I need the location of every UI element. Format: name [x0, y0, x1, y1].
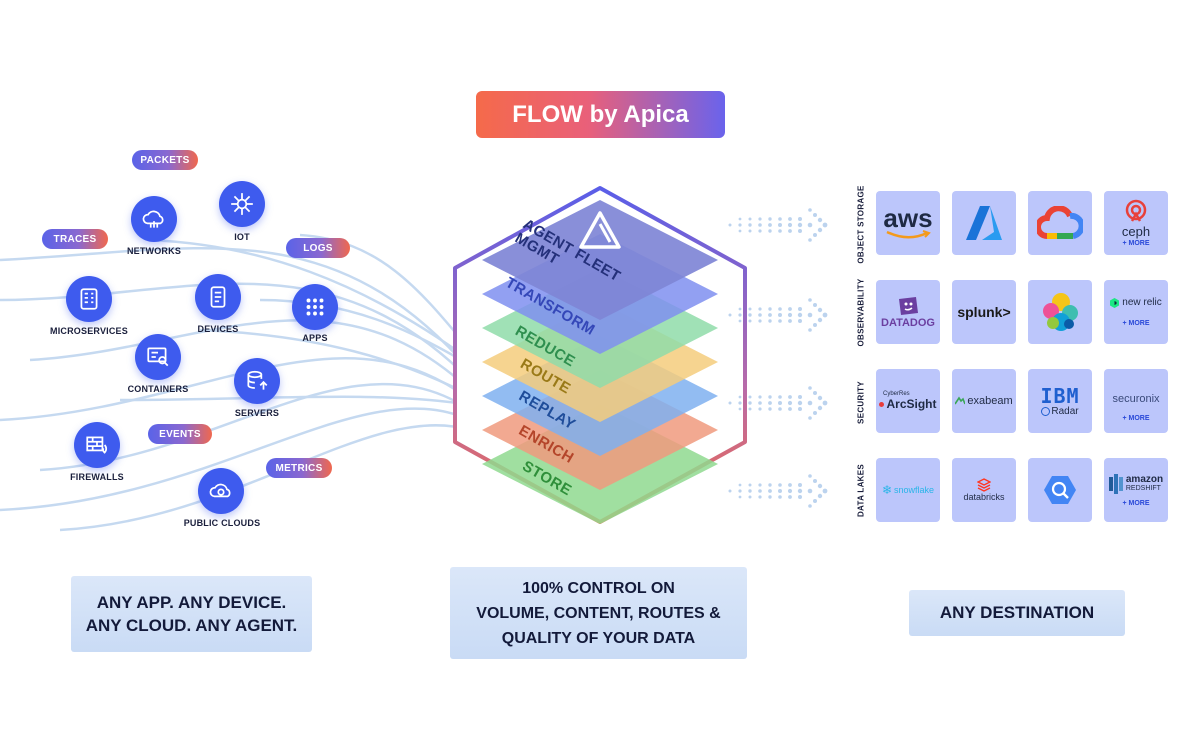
public-clouds-label: PUBLIC CLOUDS [183, 518, 261, 528]
aws-logo: aws [883, 203, 933, 233]
category-object-storage: OBJECT STORAGE [856, 185, 866, 264]
databricks-tile[interactable]: databricks [952, 458, 1016, 522]
redshift-label: REDSHIFT [1125, 484, 1161, 492]
ceph-logo-icon [1125, 199, 1147, 222]
arcsight-label: ArcSight [886, 397, 937, 411]
apps-label: APPS [302, 333, 328, 343]
firewalls-label: FIREWALLS [70, 472, 124, 482]
amazon-redshift-tile[interactable]: amazon REDSHIFT + MORE [1104, 458, 1168, 522]
aws-smile-icon [886, 230, 931, 239]
amazon-label: amazon [1125, 473, 1164, 485]
any-app-line2: ANY CLOUD. ANY AGENT. [85, 616, 298, 635]
layer-plane-1 [482, 200, 718, 320]
observability-more-link[interactable]: + MORE [1122, 320, 1150, 327]
networks-icon [131, 196, 177, 242]
control-line2: VOLUME, CONTENT, ROUTES & [476, 604, 721, 622]
category-data-lakes: DATA LAKES [856, 463, 866, 518]
exabeam-tile[interactable]: exabeam [952, 369, 1016, 433]
flow-layers [482, 200, 718, 524]
flow-title: FLOW by Apica [476, 91, 725, 138]
azure-logo-icon [966, 206, 1002, 240]
any-app-line1: ANY APP. ANY DEVICE. [96, 593, 287, 612]
exabeam-label: exabeam [967, 395, 1013, 407]
elastic-tile[interactable] [1028, 280, 1092, 344]
new-relic-tile[interactable]: new relic + MORE [1104, 280, 1168, 344]
containers-icon [135, 334, 181, 380]
bigquery-logo-icon [1044, 476, 1076, 504]
security-more-link[interactable]: + MORE [1122, 414, 1150, 422]
public-clouds-icon [198, 468, 244, 514]
google-cloud-logo-icon [1037, 206, 1083, 239]
datadog-tile[interactable]: DATADOG [876, 280, 940, 344]
containers-label: CONTAINERS [127, 384, 189, 394]
datadog-dog-icon [899, 297, 918, 315]
databricks-logo-icon [977, 478, 991, 492]
networks-label: NETWORKS [126, 246, 182, 256]
firewalls-icon [74, 422, 120, 468]
datadog-label: DATADOG [881, 317, 935, 329]
control-line3: QUALITY OF YOUR DATA [501, 629, 696, 647]
microservices-label: MICROSERVICES [50, 326, 128, 336]
servers-label: SERVERS [234, 408, 280, 418]
iot-label: IOT [234, 232, 250, 242]
ceph-more-link[interactable]: + MORE [1122, 240, 1150, 247]
category-security: SECURITY [856, 381, 866, 424]
snowflake-tile[interactable]: ❄ snowflake [876, 458, 940, 522]
any-destination-label: ANY DESTINATION [939, 603, 1095, 622]
ibm-qradar-tile[interactable]: IBM Radar [1028, 369, 1092, 433]
snowflake-label: snowflake [894, 485, 935, 495]
microservices-icon [66, 276, 112, 322]
tag-metrics: METRICS [266, 458, 332, 478]
control-line1: 100% CONTROL ON [522, 579, 675, 597]
tag-logs: LOGS [286, 238, 350, 258]
apps-icon [292, 284, 338, 330]
qradar-q-icon [1041, 406, 1051, 416]
new-relic-label: new relic [1122, 297, 1162, 308]
tag-events: EVENTS [148, 424, 212, 444]
azure-tile[interactable] [952, 191, 1016, 255]
destination-arrows [728, 208, 828, 508]
any-destination-box: ANY DESTINATION [909, 590, 1125, 636]
apica-logo-icon [579, 211, 621, 249]
iot-icon [219, 181, 265, 227]
elastic-logo-icon [1043, 293, 1078, 331]
tag-packets: PACKETS [132, 150, 198, 170]
google-cloud-tile[interactable] [1028, 191, 1092, 255]
devices-icon [195, 274, 241, 320]
splunk-label: splunk> [957, 304, 1011, 320]
devices-label: DEVICES [197, 324, 239, 334]
splunk-tile[interactable]: splunk> [952, 280, 1016, 344]
arcsight-tile[interactable]: CyberRes ArcSight [876, 369, 940, 433]
exabeam-logo-icon [955, 396, 966, 405]
new-relic-logo-icon [1110, 297, 1120, 308]
arcsight-dot-icon [879, 401, 885, 407]
databricks-label: databricks [963, 492, 1005, 502]
control-box: 100% CONTROL ON VOLUME, CONTENT, ROUTES … [450, 567, 747, 659]
snowflake-icon: ❄ [881, 483, 893, 497]
cyberres-label: CyberRes [883, 391, 910, 397]
qradar-label: Radar [1051, 405, 1079, 417]
ceph-label: ceph [1121, 224, 1151, 239]
ibm-label: IBM [1040, 383, 1080, 408]
ceph-tile[interactable]: ceph + MORE [1104, 191, 1168, 255]
securonix-label: securonix [1112, 392, 1160, 405]
any-app-box: ANY APP. ANY DEVICE. ANY CLOUD. ANY AGEN… [71, 576, 312, 652]
data-lakes-more-link[interactable]: + MORE [1122, 499, 1150, 507]
bigquery-tile[interactable] [1028, 458, 1092, 522]
securonix-tile[interactable]: securonix + MORE [1104, 369, 1168, 433]
tag-traces: TRACES [42, 229, 108, 249]
category-observability: OBSERVABILITY [856, 278, 866, 347]
redshift-logo-icon [1108, 473, 1123, 494]
aws-tile[interactable]: aws [876, 191, 940, 255]
servers-icon [234, 358, 280, 404]
